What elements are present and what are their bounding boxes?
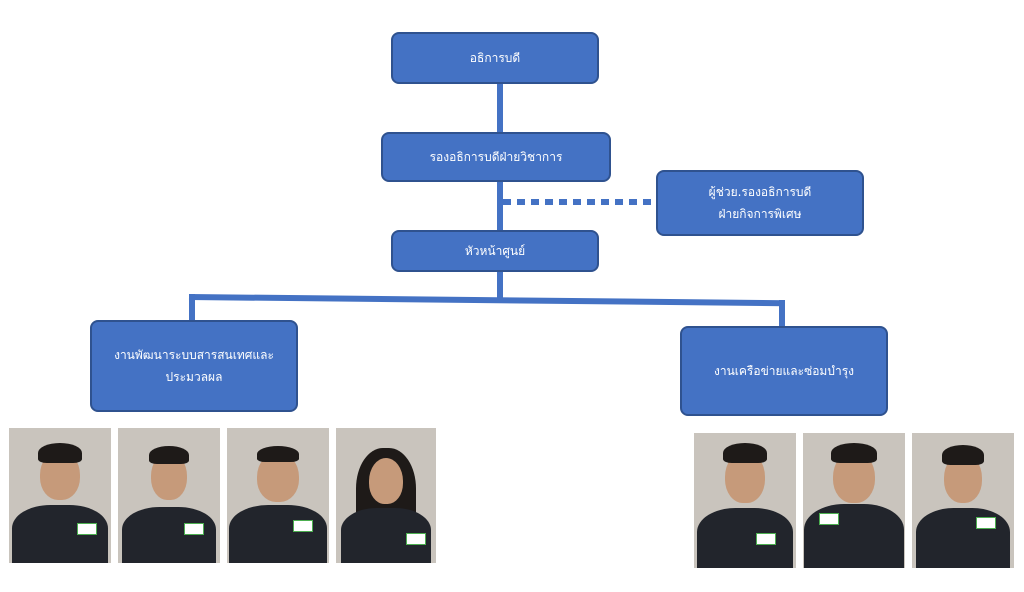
dept-right-label: งานเครือข่ายและซ่อมบำรุง: [713, 364, 854, 378]
connector-right-drop: [779, 300, 785, 328]
staff-photo-2: [118, 428, 220, 563]
connector-vp-head: [497, 180, 503, 232]
staff-photo-4: [336, 428, 436, 563]
connector-left-drop: [189, 294, 195, 322]
dept-left-box: งานพัฒนาระบบสารสนเทศและ ประมวลผล: [90, 320, 298, 412]
assistant-vp-label-line2: ฝ่ายกิจการพิเศษ: [718, 207, 802, 221]
center-head-box: หัวหน้าศูนย์: [391, 230, 599, 272]
connector-assistant-dotted: [503, 199, 653, 205]
dept-right-box: งานเครือข่ายและซ่อมบำรุง: [680, 326, 888, 416]
staff-photo-1: [9, 428, 111, 563]
staff-photo-3: [227, 428, 329, 563]
president-label: อธิการบดี: [469, 51, 521, 65]
assistant-vp-box: ผู้ช่วย.รองอธิการบดี ฝ่ายกิจการพิเศษ: [656, 170, 864, 236]
vp-academic-label: รองอธิการบดีฝ่ายวิชาการ: [429, 150, 563, 164]
staff-photo-5: [694, 433, 796, 568]
dept-left-label-line1: งานพัฒนาระบบสารสนเทศและ: [114, 348, 274, 362]
connector-head-down: [497, 270, 503, 298]
staff-photo-7: [912, 433, 1014, 568]
president-box: อธิการบดี: [391, 32, 599, 84]
assistant-vp-label-line1: ผู้ช่วย.รองอธิการบดี: [708, 185, 812, 199]
staff-photo-6: [803, 433, 905, 568]
center-head-label: หัวหน้าศูนย์: [464, 244, 526, 258]
vp-academic-box: รองอธิการบดีฝ่ายวิชาการ: [381, 132, 611, 182]
connector-president-vp: [497, 82, 503, 134]
dept-left-label-line2: ประมวลผล: [165, 370, 223, 384]
connector-horizontal: [188, 294, 785, 307]
